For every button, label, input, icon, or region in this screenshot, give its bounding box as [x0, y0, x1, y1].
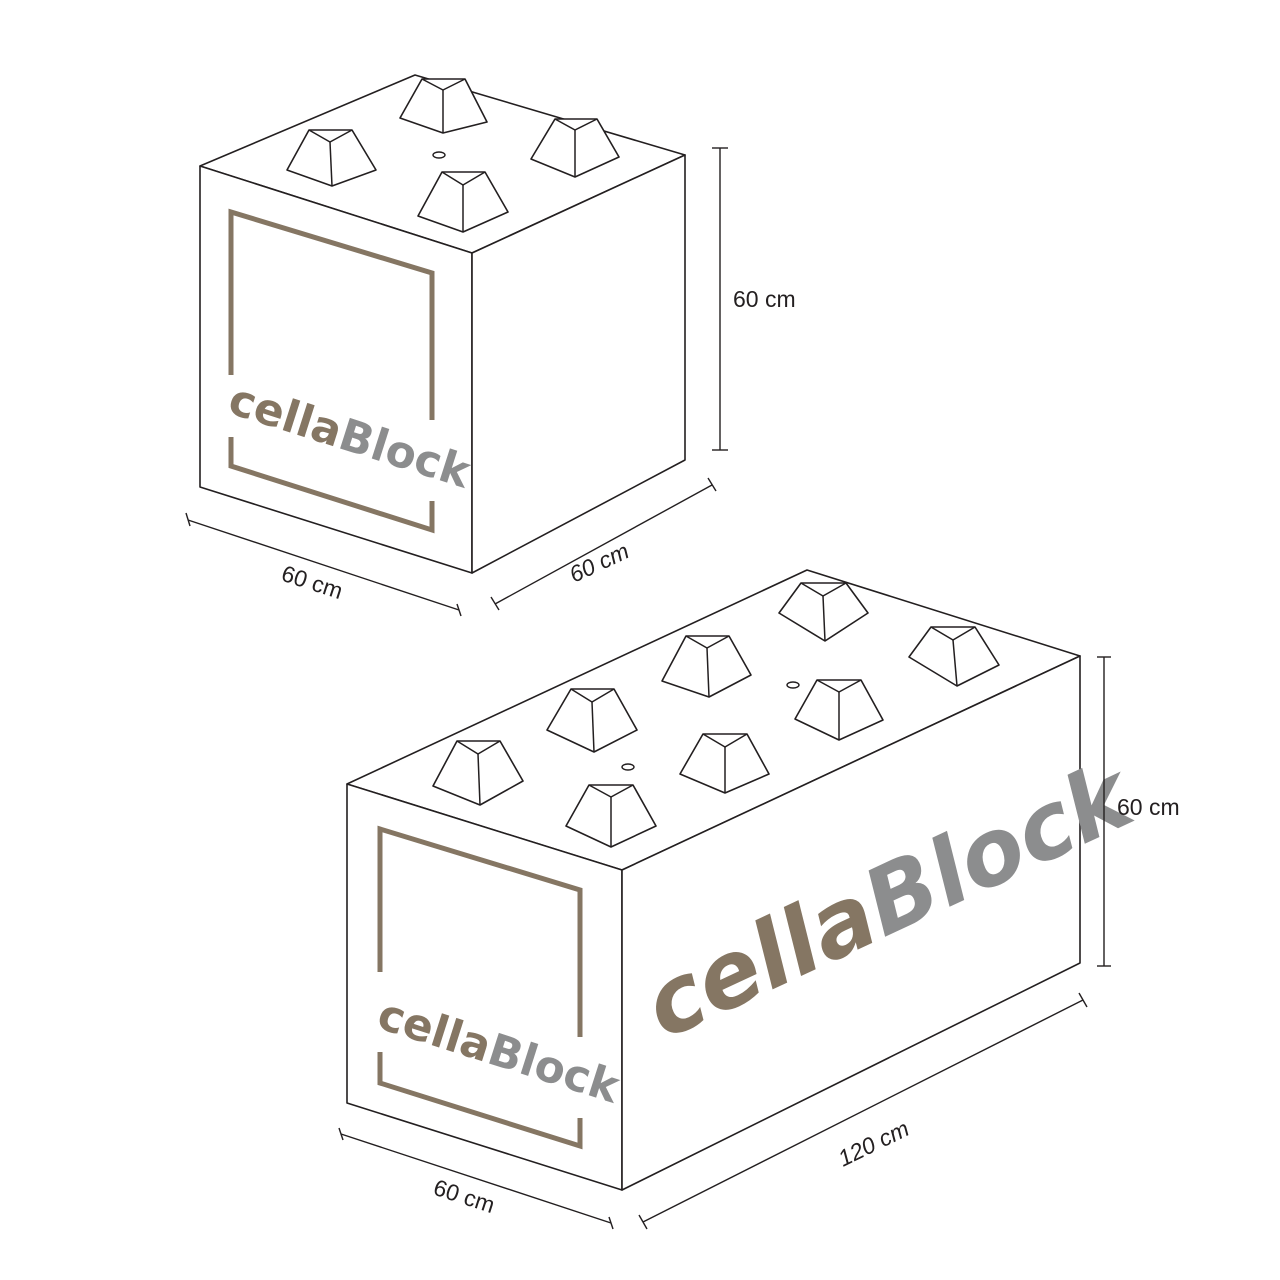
large-block-studs	[432, 582, 1000, 848]
large-length-label: 120 cm	[834, 1115, 913, 1171]
stud	[286, 129, 377, 187]
large-block: cellaBlock cellaBlock 60 cm 60 cm 120 cm	[338, 569, 1180, 1230]
stud	[661, 635, 752, 698]
large-height-label: 60 cm	[1117, 794, 1180, 820]
frame-top	[228, 208, 435, 420]
small-block-studs	[286, 78, 620, 233]
stud	[399, 78, 488, 134]
large-block-hole-1	[621, 763, 635, 771]
stud	[679, 733, 770, 794]
frame-top	[377, 825, 583, 1037]
stud	[530, 118, 620, 178]
frame-bottom	[228, 437, 435, 534]
stud	[546, 688, 638, 753]
stud	[432, 740, 524, 806]
small-height-label: 60 cm	[733, 286, 796, 312]
small-block: cellaBlock 60 cm 60 cm 60 cm	[185, 74, 796, 617]
large-width-label: 60 cm	[430, 1174, 498, 1218]
small-depth-label: 60 cm	[565, 537, 633, 587]
small-block-logo-frame	[228, 208, 435, 534]
stud	[908, 626, 1000, 687]
large-block-logo-frame	[377, 825, 583, 1150]
stud	[794, 679, 884, 741]
stud	[565, 784, 657, 848]
stud	[417, 171, 509, 233]
small-block-side-face	[471, 154, 686, 574]
large-block-hole-2	[786, 681, 800, 689]
large-block-side-face	[621, 655, 1081, 1191]
stud	[778, 582, 869, 642]
small-block-center-hole	[432, 151, 446, 159]
large-block-height-dimension: 60 cm	[1097, 656, 1180, 967]
frame-bottom	[377, 1052, 583, 1150]
small-block-height-dimension: 60 cm	[712, 147, 796, 451]
small-width-label: 60 cm	[278, 560, 346, 604]
